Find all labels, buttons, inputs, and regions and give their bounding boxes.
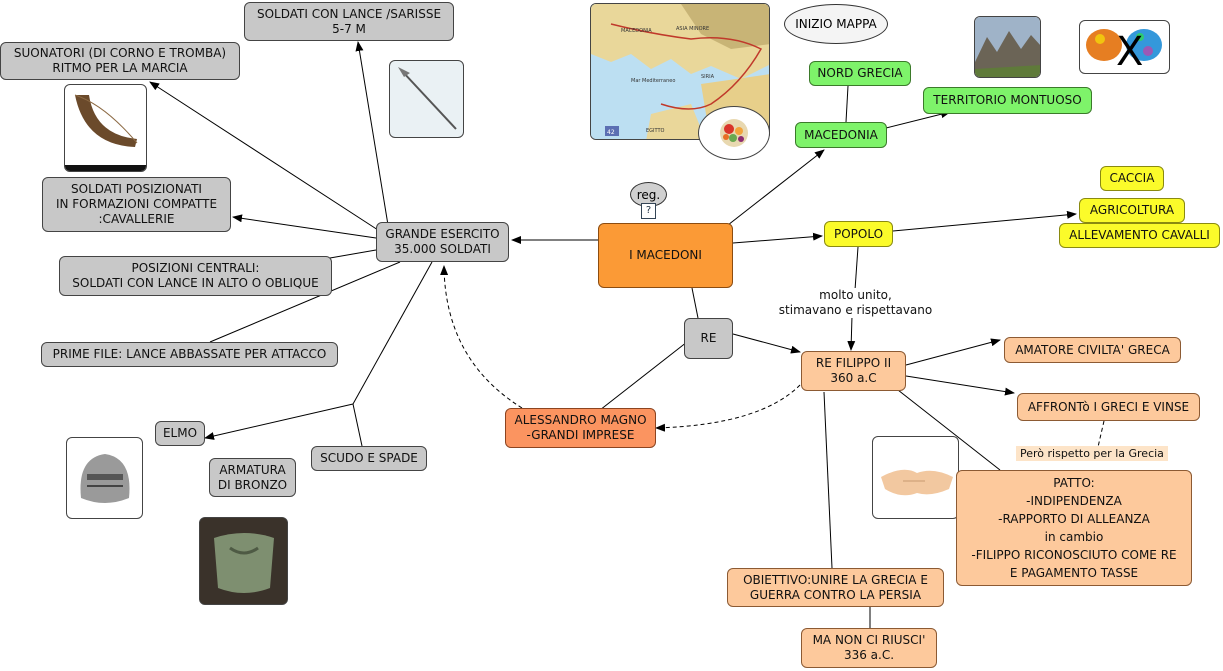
brain-x-image: X [1079,20,1170,74]
mountains-image [974,16,1041,78]
node-prime-file[interactable]: PRIME FILE: LANCE ABBASSATE PER ATTACCO [41,342,338,367]
helmet-image [66,437,143,519]
node-macedonia[interactable]: MACEDONIA [795,122,887,148]
map-label-siria: SIRIA [701,74,715,80]
label-molto-unito: molto unito, stimavano e rispettavano [768,288,943,318]
node-ma-non-ci-riusci[interactable]: MA NON CI RIUSCI' 336 a.C. [801,628,937,668]
node-armatura[interactable]: ARMATURA DI BRONZO [209,458,296,497]
map-label-page: 42 [607,129,615,136]
node-re[interactable]: RE [684,318,733,359]
node-popolo[interactable]: POPOLO [824,221,893,247]
node-affronto[interactable]: AFFRONTò I GRECI E VINSE [1017,393,1200,421]
node-agricoltura[interactable]: AGRICOLTURA [1079,198,1185,223]
node-elmo[interactable]: ELMO [155,421,205,446]
node-inizio-mappa[interactable]: INIZIO MAPPA [784,4,888,44]
spear-image [389,60,464,138]
reg-bubble[interactable]: reg. [630,182,667,207]
node-patto[interactable]: PATTO: -INDIPENDENZA -RAPPORTO DI ALLEAN… [956,470,1192,586]
node-posizioni-centrali[interactable]: POSIZIONI CENTRALI: SOLDATI CON LANCE IN… [59,256,332,296]
note-icon[interactable]: ? [641,203,656,219]
svg-text:X: X [1116,29,1143,74]
node-nord-grecia[interactable]: NORD GRECIA [809,61,911,86]
horn-image [64,84,147,172]
handshake-image [872,436,959,519]
node-amatore-civilta[interactable]: AMATORE CIVILTA' GRECA [1004,337,1181,363]
map-label-macedonia: MACEDONIA [621,28,652,34]
map-label-egitto: EGITTO [646,128,665,134]
node-filippo-ii[interactable]: RE FILIPPO II 360 a.C [801,351,906,391]
node-caccia[interactable]: CACCIA [1100,166,1164,191]
node-obiettivo[interactable]: OBIETTIVO:UNIRE LA GRECIA E GUERRA CONTR… [727,568,944,607]
map-label-mare: Mar Mediterraneo [631,78,675,84]
node-soldati-lance[interactable]: SOLDATI CON LANCE /SARISSE 5-7 M [244,2,454,41]
armor-image [199,517,288,605]
node-scudo-spade[interactable]: SCUDO E SPADE [311,446,427,471]
node-grande-esercito[interactable]: GRANDE ESERCITO 35.000 SOLDATI [376,222,509,262]
label-rispetto-grecia: Però rispetto per la Grecia [1016,446,1168,461]
food-image [698,106,770,160]
map-label-asia: ASIA MINORE [676,26,709,32]
node-alessandro-magno[interactable]: ALESSANDRO MAGNO -GRANDI IMPRESE [505,408,656,448]
node-allevamento-cavalli[interactable]: ALLEVAMENTO CAVALLI [1059,223,1220,248]
node-territorio-montuoso[interactable]: TERRITORIO MONTUOSO [923,87,1092,114]
node-i-macedoni[interactable]: I MACEDONI [598,223,733,288]
node-soldati-posizionati[interactable]: SOLDATI POSIZIONATI IN FORMAZIONI COMPAT… [42,177,231,232]
node-suonatori[interactable]: SUONATORI (DI CORNO E TROMBA) RITMO PER … [0,42,240,80]
